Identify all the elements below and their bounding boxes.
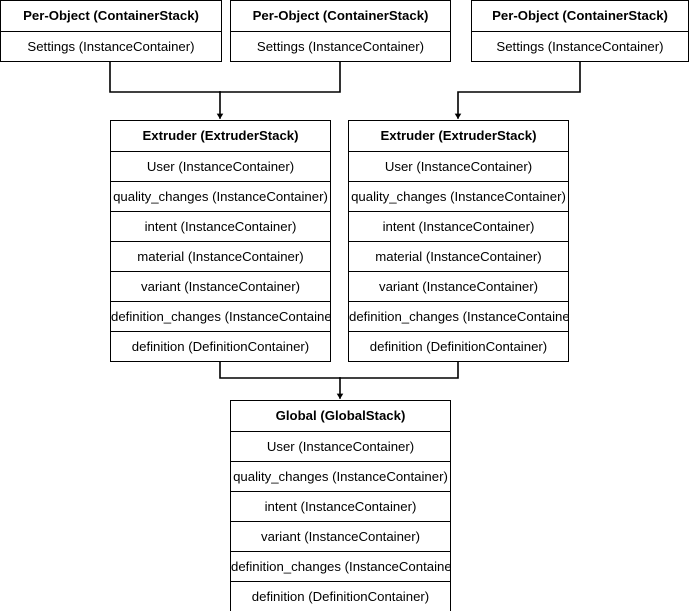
node-header: Extruder (ExtruderStack) xyxy=(142,128,299,143)
node-per-object-3[interactable]: Per-Object (ContainerStack) Settings (In… xyxy=(471,0,689,62)
edge-per-object-1-to-extruder-1 xyxy=(109,61,221,93)
node-global-stack[interactable]: Global (GlobalStack) User (InstanceConta… xyxy=(230,400,451,611)
node-row-definition: definition (DefinitionContainer) xyxy=(111,331,330,361)
node-row-quality-changes: quality_changes (InstanceContainer) xyxy=(111,181,330,211)
node-extruder-2[interactable]: Extruder (ExtruderStack) User (InstanceC… xyxy=(348,120,569,362)
node-row-settings: Settings (InstanceContainer) xyxy=(231,31,450,61)
edge-extruder-2-to-global xyxy=(339,359,459,379)
edge-extruder-1-to-global xyxy=(219,359,341,379)
node-row-definition-changes: definition_changes (InstanceContainer) xyxy=(231,551,450,581)
node-row-quality-changes: quality_changes (InstanceContainer) xyxy=(231,461,450,491)
node-row-definition: definition (DefinitionContainer) xyxy=(231,581,450,611)
node-row-variant: variant (InstanceContainer) xyxy=(349,271,568,301)
node-row-settings: Settings (InstanceContainer) xyxy=(1,31,221,61)
node-row-definition-changes: definition_changes (InstanceContainer) xyxy=(111,301,330,331)
node-row-user: User (InstanceContainer) xyxy=(349,151,568,181)
node-per-object-1[interactable]: Per-Object (ContainerStack) Settings (In… xyxy=(0,0,222,62)
node-row-material: material (InstanceContainer) xyxy=(349,241,568,271)
node-row-user: User (InstanceContainer) xyxy=(111,151,330,181)
node-row-variant: variant (InstanceContainer) xyxy=(111,271,330,301)
node-header: Extruder (ExtruderStack) xyxy=(380,128,537,143)
node-row-definition-changes: definition_changes (InstanceContainer) xyxy=(349,301,568,331)
node-row-settings: Settings (InstanceContainer) xyxy=(472,31,688,61)
node-row-quality-changes: quality_changes (InstanceContainer) xyxy=(349,181,568,211)
node-per-object-2[interactable]: Per-Object (ContainerStack) Settings (In… xyxy=(230,0,451,62)
edge-per-object-3-to-extruder-2 xyxy=(454,61,581,120)
node-row-variant: variant (InstanceContainer) xyxy=(231,521,450,551)
node-row-material: material (InstanceContainer) xyxy=(111,241,330,271)
node-row-user: User (InstanceContainer) xyxy=(231,431,450,461)
edge-per-object-2-to-extruder-1 xyxy=(219,61,341,93)
node-header: Per-Object (ContainerStack) xyxy=(252,8,429,23)
node-row-intent: intent (InstanceContainer) xyxy=(111,211,330,241)
node-header: Global (GlobalStack) xyxy=(275,408,406,423)
node-row-definition: definition (DefinitionContainer) xyxy=(349,331,568,361)
node-row-intent: intent (InstanceContainer) xyxy=(349,211,568,241)
node-extruder-1[interactable]: Extruder (ExtruderStack) User (InstanceC… xyxy=(110,120,331,362)
node-header: Per-Object (ContainerStack) xyxy=(23,8,199,23)
node-row-intent: intent (InstanceContainer) xyxy=(231,491,450,521)
node-header: Per-Object (ContainerStack) xyxy=(492,8,668,23)
